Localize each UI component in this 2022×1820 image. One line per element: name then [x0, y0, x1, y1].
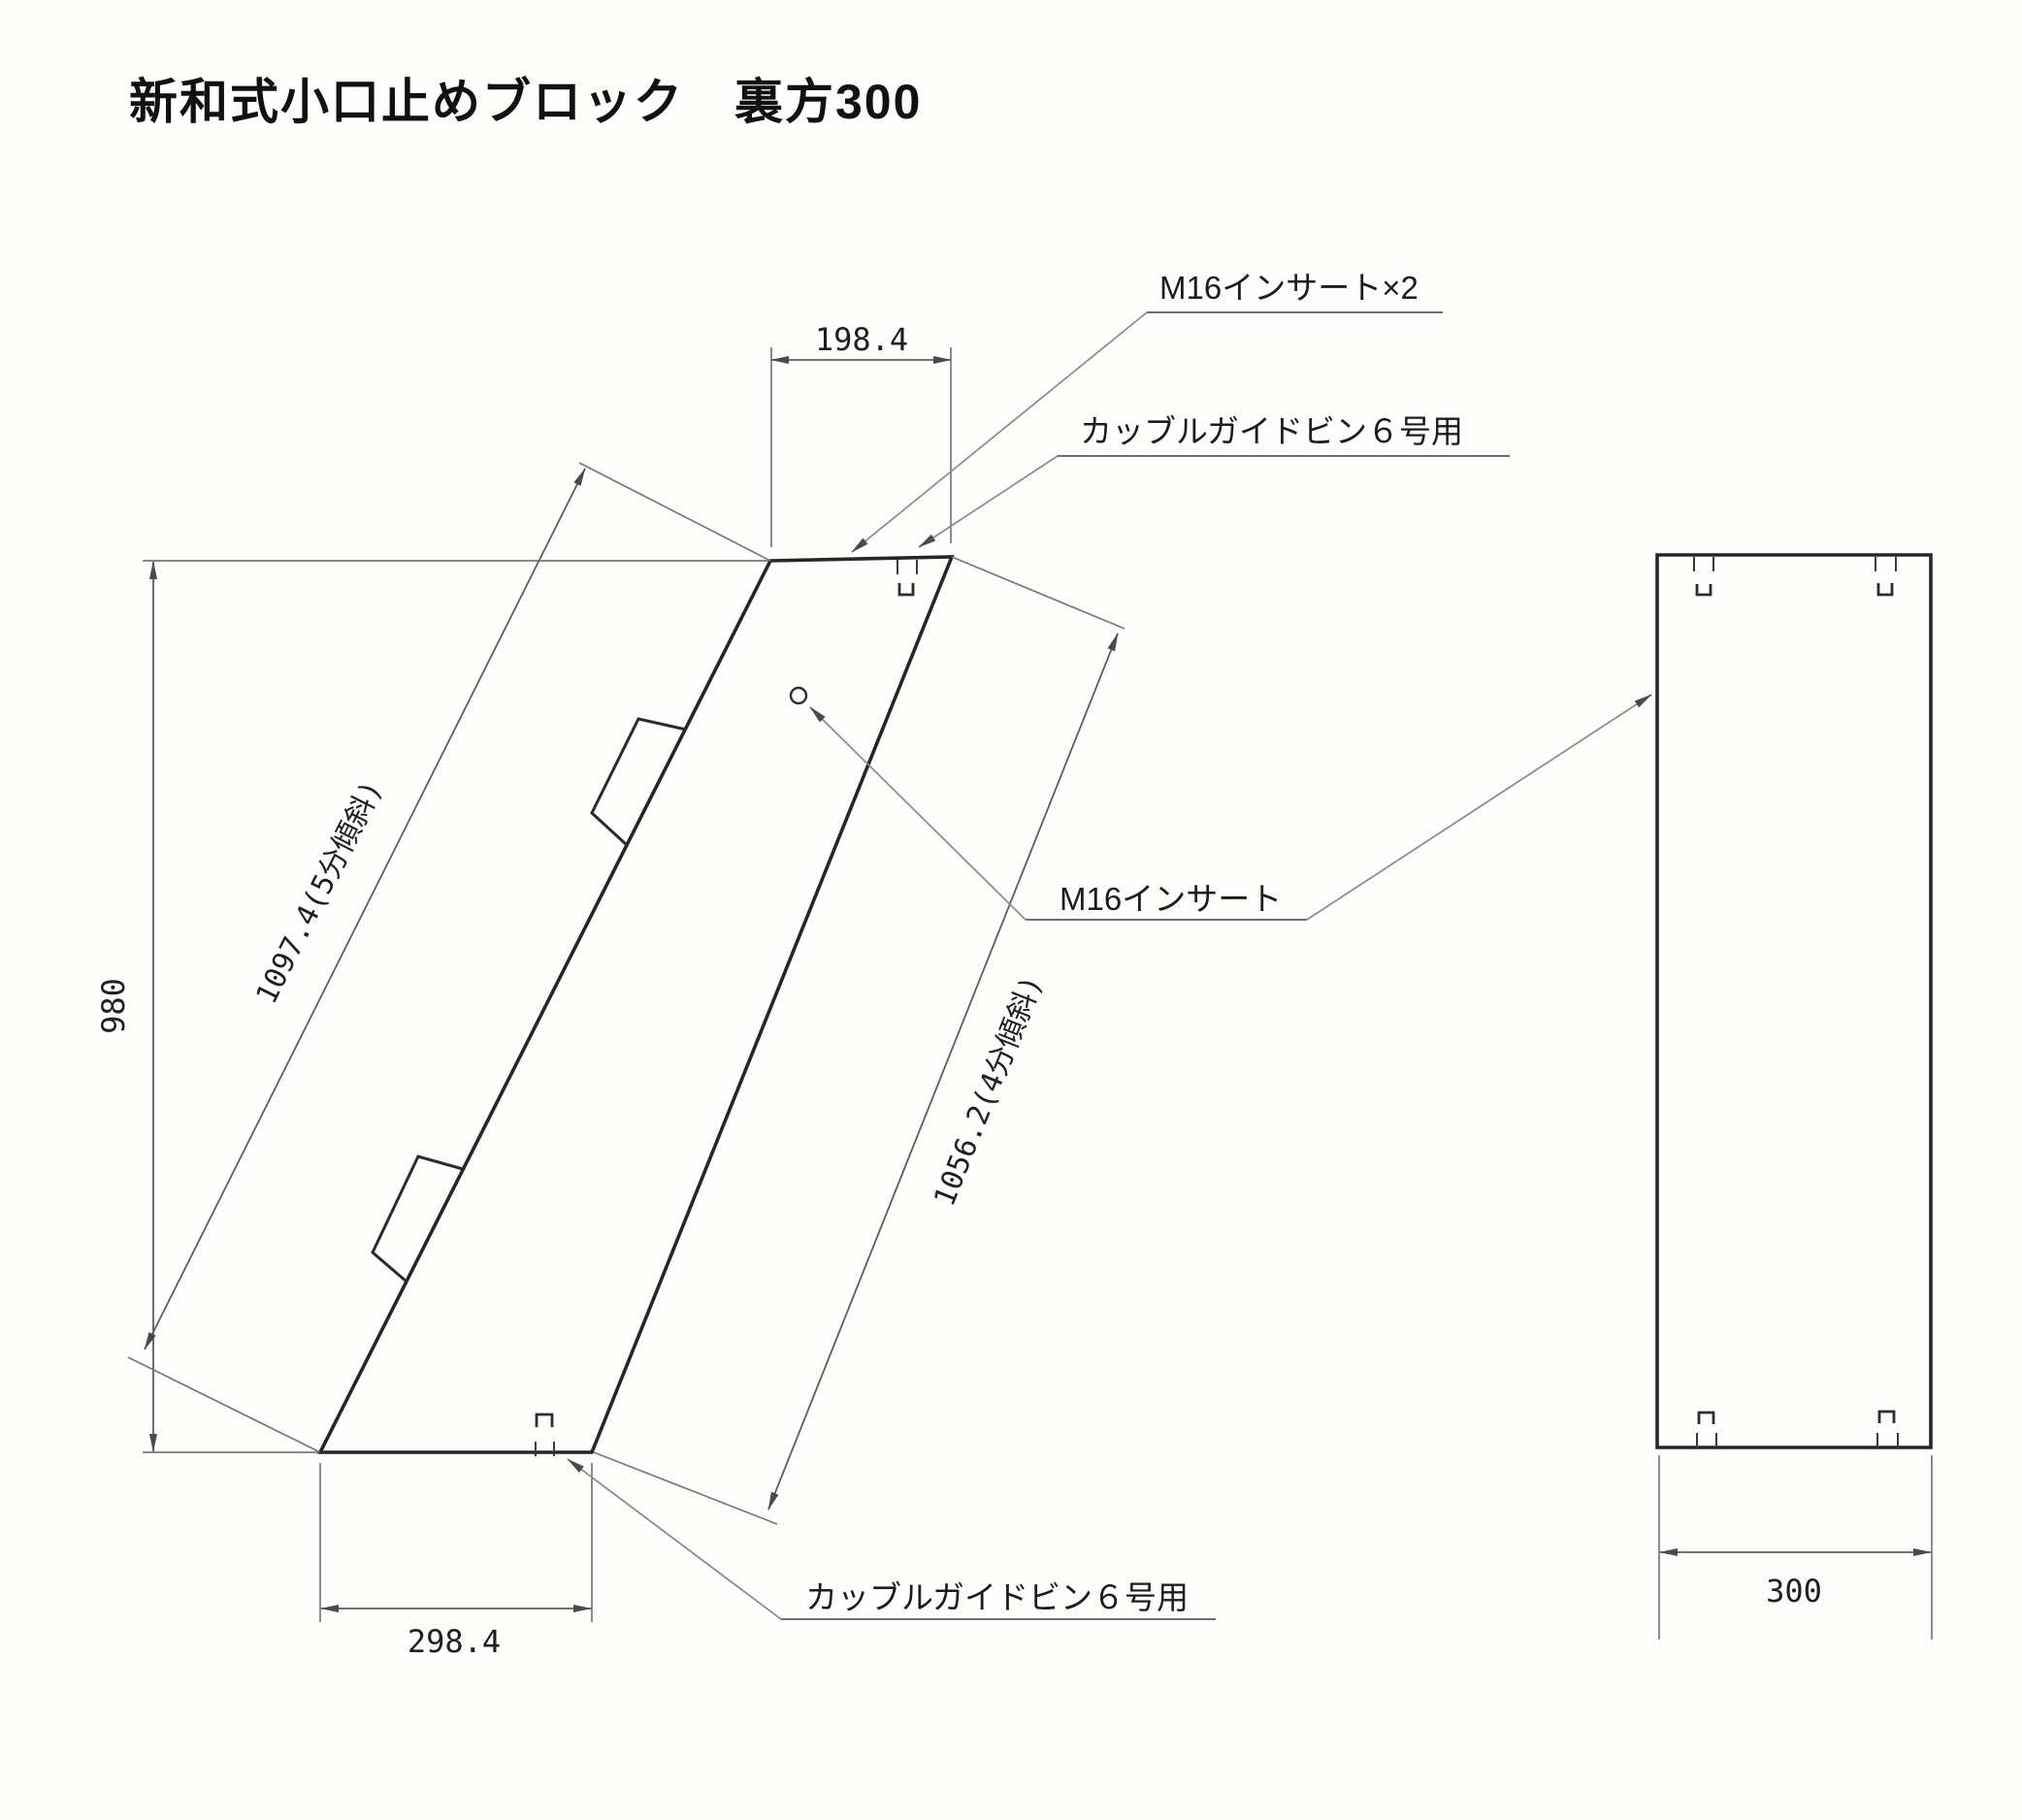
callout-m16-insert: M16インサート: [809, 694, 1652, 921]
dim-bottom-width: 298.4: [319, 1463, 593, 1660]
dim-side-width: 300: [1658, 1455, 1933, 1640]
guide-pin-symbol-bottom: [535, 1413, 554, 1427]
dim-left-slope-ext-top: [578, 462, 771, 562]
dim-right-slope-ext-top: [951, 556, 1125, 630]
dim-top-width-value: 198.4: [815, 321, 908, 358]
side-bottom-right-pin-symbol: [1877, 1410, 1896, 1423]
side-view: [1655, 553, 1933, 1449]
side-top-right-ticks: [1875, 557, 1897, 571]
side-top-left-ticks: [1693, 557, 1714, 571]
callout-m16x2-leader: [851, 311, 1148, 553]
guide-pin-ticks-top: [897, 560, 918, 574]
dim-right-slope-line: [767, 633, 1119, 1511]
callout-guide-pin-bottom-leader: [567, 1458, 782, 1620]
side-top-left-pin-symbol: [1695, 584, 1712, 597]
dim-left-slope-ext-bottom: [127, 1356, 321, 1453]
dim-side-width-value: 300: [1766, 1573, 1822, 1609]
callout-guide-pin-top: カッブルガイドビン６号用: [918, 413, 1510, 548]
side-bottom-left-pin-symbol: [1697, 1411, 1715, 1424]
callout-m16-insert-x2: M16インサート×2: [851, 270, 1443, 553]
dim-bottom-width-value: 298.4: [408, 1623, 501, 1660]
side-top-right-pin-symbol: [1876, 583, 1894, 597]
side-bottom-right-ticks: [1876, 1433, 1899, 1447]
dim-right-slope-value: 1056.2(4分傾斜): [928, 971, 1050, 1212]
dim-left-slope-line: [144, 468, 586, 1350]
guide-pin-ticks-bottom: [535, 1442, 555, 1456]
side-view-body-outline: [1655, 553, 1933, 1449]
callout-guide-pin-bottom: カッブルガイドビン６号用: [567, 1458, 1216, 1620]
callout-guide-pin-top-leader: [918, 455, 1059, 548]
m16-insert-hole: [789, 686, 808, 705]
dim-left-slope-value: 1097.4(5分傾斜): [249, 775, 389, 1010]
dim-right-slope: 1056.2(4分傾斜): [593, 556, 1125, 1525]
front-view-body-outline: [317, 555, 955, 1454]
dim-height-value: 980: [95, 978, 132, 1034]
callout-m16x2-label: M16インサート×2: [1159, 270, 1419, 306]
side-bottom-left-ticks: [1696, 1433, 1717, 1447]
dim-top-width: 198.4: [770, 321, 952, 547]
callout-m16-leader-left: [809, 706, 1027, 921]
drawing-title: 新和式小口止めブロック 裏方300: [129, 75, 922, 129]
front-view: [317, 555, 955, 1456]
guide-pin-symbol-top: [897, 583, 915, 597]
dim-left-slope: 1097.4(5分傾斜): [127, 462, 771, 1453]
callout-m16-label: M16インサート: [1060, 881, 1282, 917]
dim-height: 980: [95, 560, 768, 1453]
dim-right-slope-ext-bottom: [593, 1451, 778, 1525]
callout-guide-pin-top-label: カッブルガイドビン６号用: [1080, 413, 1463, 449]
callout-guide-pin-bottom-label: カッブルガイドビン６号用: [805, 1579, 1189, 1615]
front-view-key-bump-upper: [590, 717, 687, 847]
callout-m16-leader-right: [1306, 694, 1652, 921]
